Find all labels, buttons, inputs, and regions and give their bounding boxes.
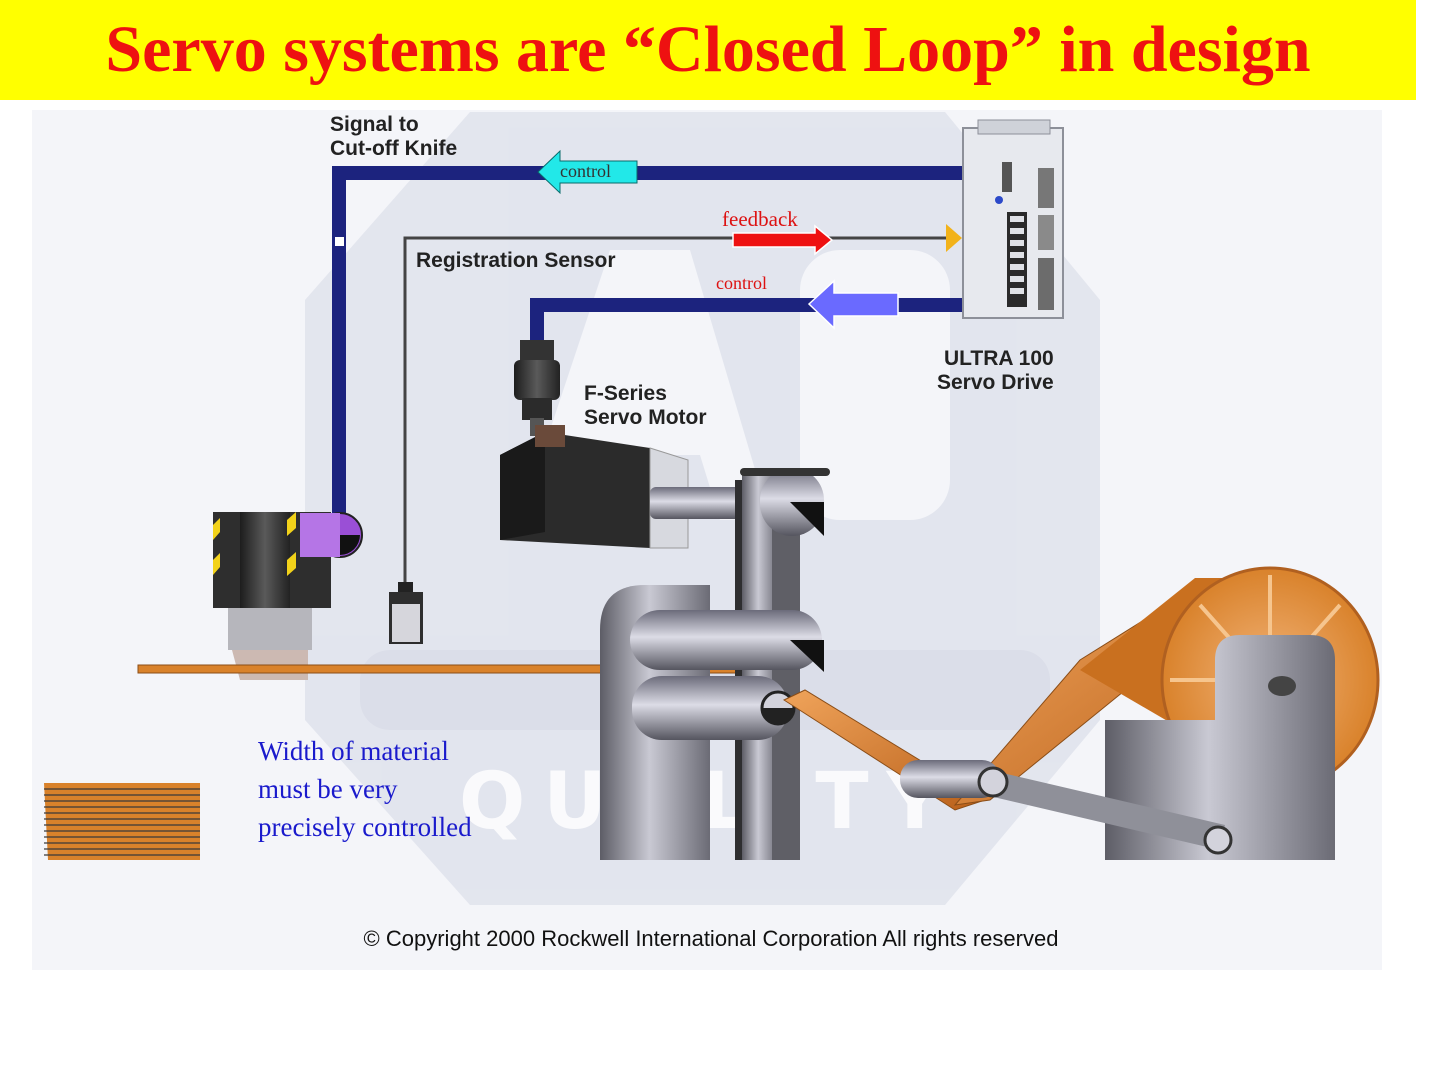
motor-control-label: control (716, 273, 767, 293)
width-note-line-1: Width of material (258, 736, 449, 766)
label-servo-motor: Servo Motor (584, 406, 707, 429)
label-ultra-100: ULTRA 100 (944, 347, 1054, 370)
cut-off-knife (213, 512, 363, 680)
motor-connector (514, 340, 560, 436)
width-note: Width of material must be very precisely… (258, 732, 472, 846)
width-note-line-3: precisely controlled (258, 812, 472, 842)
width-note-line-2: must be very (258, 774, 398, 804)
title-bar: Servo systems are “Closed Loop” in desig… (0, 0, 1416, 100)
servo-system-diagram: QUALITY (32, 110, 1382, 970)
cable-knife-marker (335, 237, 344, 246)
rollers (630, 468, 830, 740)
sensor-wire-arrowhead (946, 224, 962, 252)
label-registration-sensor: Registration Sensor (416, 249, 616, 272)
label-signal-to: Signal to (330, 113, 419, 136)
slide-title: Servo systems are “Closed Loop” in desig… (105, 13, 1311, 86)
motor-control-arrow (807, 279, 899, 330)
spool-stand (900, 635, 1335, 860)
servo-motor (500, 425, 742, 549)
label-servo-drive: Servo Drive (937, 371, 1054, 394)
servo-drive (962, 119, 1064, 319)
cut-sheet-stack (44, 783, 200, 860)
feedback-label: feedback (722, 207, 798, 231)
label-f-series: F-Series (584, 382, 667, 405)
label-cut-off-knife: Cut-off Knife (330, 137, 458, 160)
copyright-notice: © Copyright 2000 Rockwell International … (363, 926, 1059, 951)
cable-knife (332, 166, 963, 522)
registration-sensor (389, 582, 423, 644)
feedback-arrow (732, 224, 834, 256)
knife-control-label: control (560, 161, 611, 181)
knife-control-arrow (537, 149, 638, 195)
